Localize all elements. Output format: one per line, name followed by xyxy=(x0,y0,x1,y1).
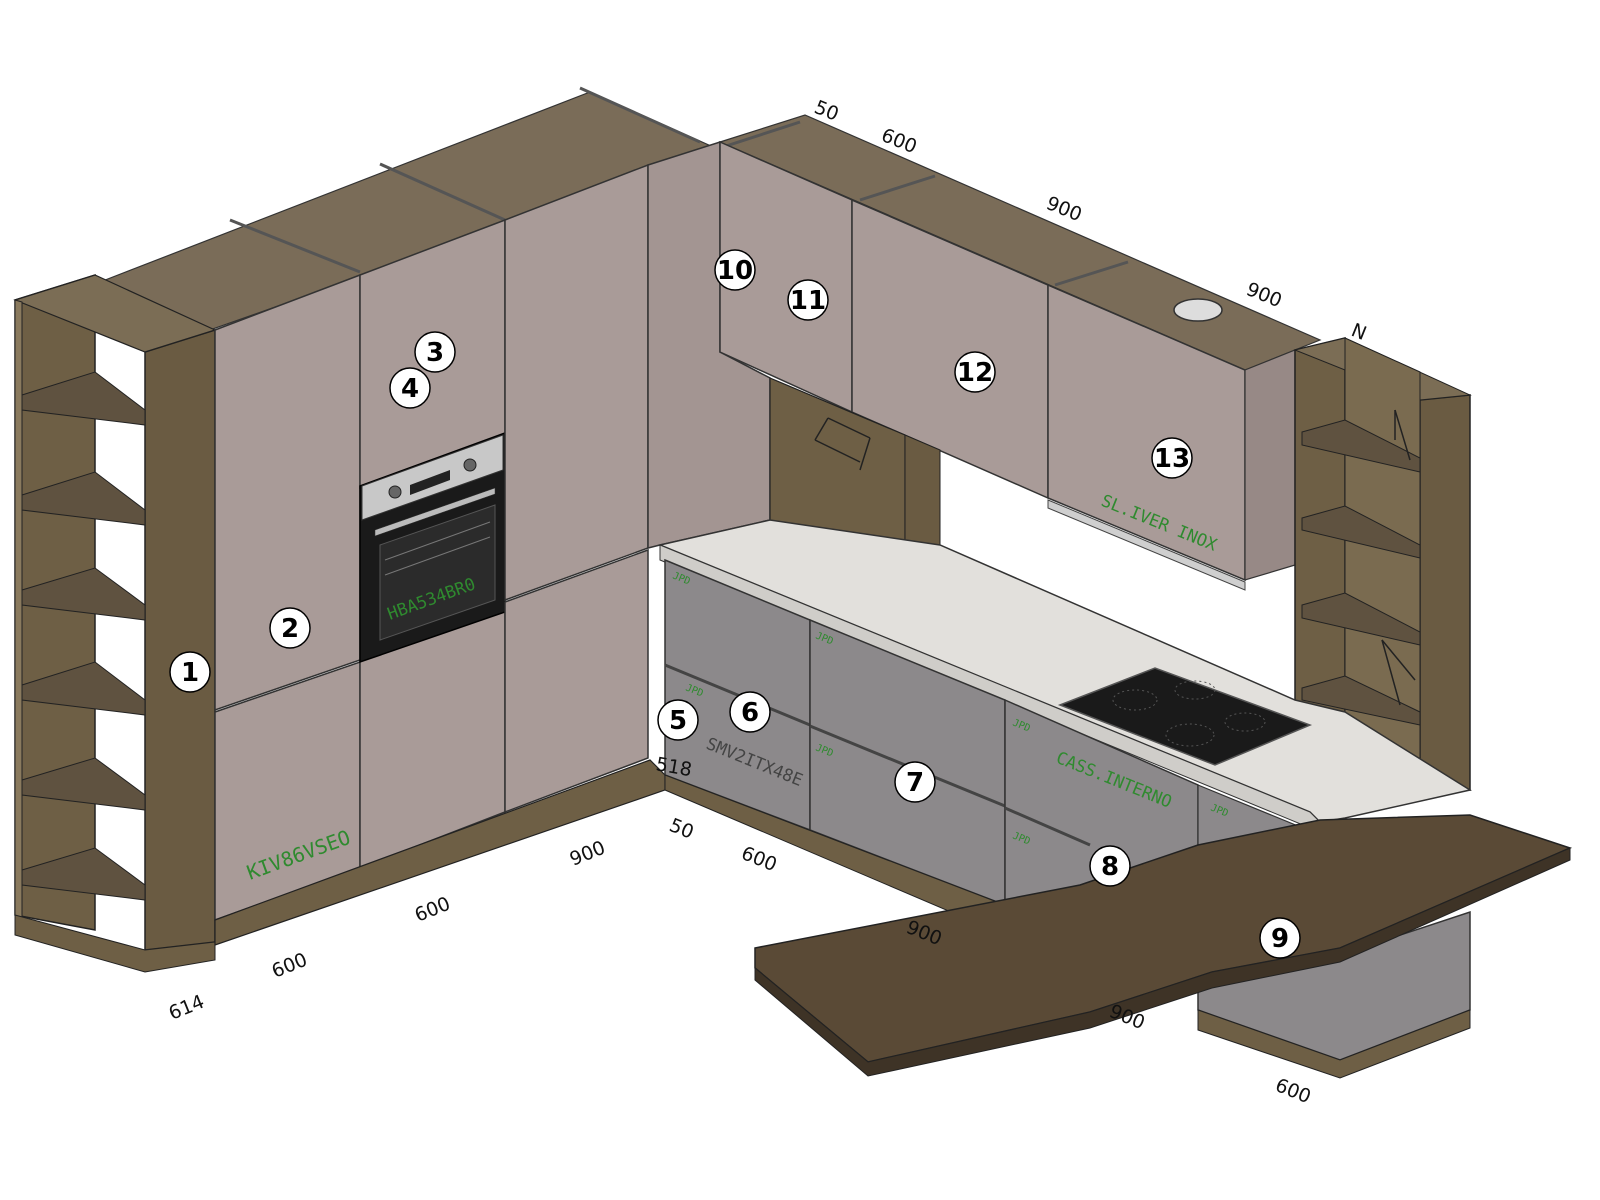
marker-1: 1 xyxy=(169,651,211,693)
left-shelf-plinth xyxy=(14,914,216,973)
hood-chimney-hole xyxy=(1173,298,1223,322)
dim-600-c: 600 xyxy=(738,842,780,876)
dim-top-900-a: 900 xyxy=(1043,192,1085,226)
marker-4: 4 xyxy=(389,367,431,409)
marker-5: 5 xyxy=(657,699,699,741)
oven: HBA534BR0 xyxy=(359,431,506,664)
backwall-right-panel xyxy=(904,434,941,553)
tall-door-lower xyxy=(504,548,649,814)
marker-label: 9 xyxy=(1271,924,1289,954)
right-shelf-side xyxy=(1419,394,1471,791)
hood-strip xyxy=(1047,499,1246,591)
dim-600-d: 600 xyxy=(1272,1074,1314,1108)
marker-label: 13 xyxy=(1154,444,1190,474)
right-shelves xyxy=(1301,419,1421,726)
marker-label: 2 xyxy=(281,614,299,644)
marker-label: 5 xyxy=(669,706,687,736)
marker-label: 3 xyxy=(426,338,444,368)
marker-label: 8 xyxy=(1101,852,1119,882)
marker-12: 12 xyxy=(954,351,996,393)
marker-circle xyxy=(389,367,431,409)
marker-label: 12 xyxy=(957,358,993,388)
tall-door-upper xyxy=(504,163,649,602)
island-plinth xyxy=(1197,1009,1471,1079)
marker-circle xyxy=(714,249,756,291)
marker-label: 1 xyxy=(181,658,199,688)
marker-circle xyxy=(414,331,456,373)
marker-label: 10 xyxy=(717,256,753,286)
marker-10: 10 xyxy=(714,249,756,291)
marker-7: 7 xyxy=(894,761,936,803)
marker-11: 11 xyxy=(787,279,829,321)
dim-614: 614 xyxy=(166,991,208,1025)
marker-circle xyxy=(1259,917,1301,959)
marker-2: 2 xyxy=(269,607,311,649)
marker-circle xyxy=(169,651,211,693)
marker-label: 7 xyxy=(906,768,924,798)
marker-3: 3 xyxy=(414,331,456,373)
marker-circle xyxy=(657,699,699,741)
cooktop-zones xyxy=(1112,680,1266,747)
marker-circle xyxy=(1151,437,1193,479)
marker-13: 13 xyxy=(1151,437,1193,479)
marker-label: 11 xyxy=(790,286,826,316)
marker-label: 6 xyxy=(741,698,759,728)
cooktop xyxy=(1057,667,1313,766)
marker-label: 4 xyxy=(401,374,419,404)
wall-unit-13-side xyxy=(1244,349,1296,581)
marker-circle xyxy=(894,761,936,803)
dim-600-a: 600 xyxy=(269,949,311,983)
marker-8: 8 xyxy=(1089,845,1131,887)
dim-50-a: 50 xyxy=(666,814,697,843)
right-shelf-hinge xyxy=(1381,409,1416,706)
dim-top-900-b: 900 xyxy=(1243,278,1285,312)
marker-circle xyxy=(1089,845,1131,887)
dim-900-a: 900 xyxy=(567,837,609,871)
marker-circle xyxy=(729,691,771,733)
lift-hinge xyxy=(814,417,871,471)
dim-600-b: 600 xyxy=(412,893,454,927)
marker-9: 9 xyxy=(1259,917,1301,959)
marker-circle xyxy=(269,607,311,649)
marker-6: 6 xyxy=(729,691,771,733)
bar-top-edge xyxy=(754,847,1571,1077)
left-shelves xyxy=(21,371,146,901)
left-shelf-side xyxy=(144,328,216,951)
marker-circle xyxy=(954,351,996,393)
left-shelf-front-edge xyxy=(14,299,23,921)
marker-circle xyxy=(787,279,829,321)
